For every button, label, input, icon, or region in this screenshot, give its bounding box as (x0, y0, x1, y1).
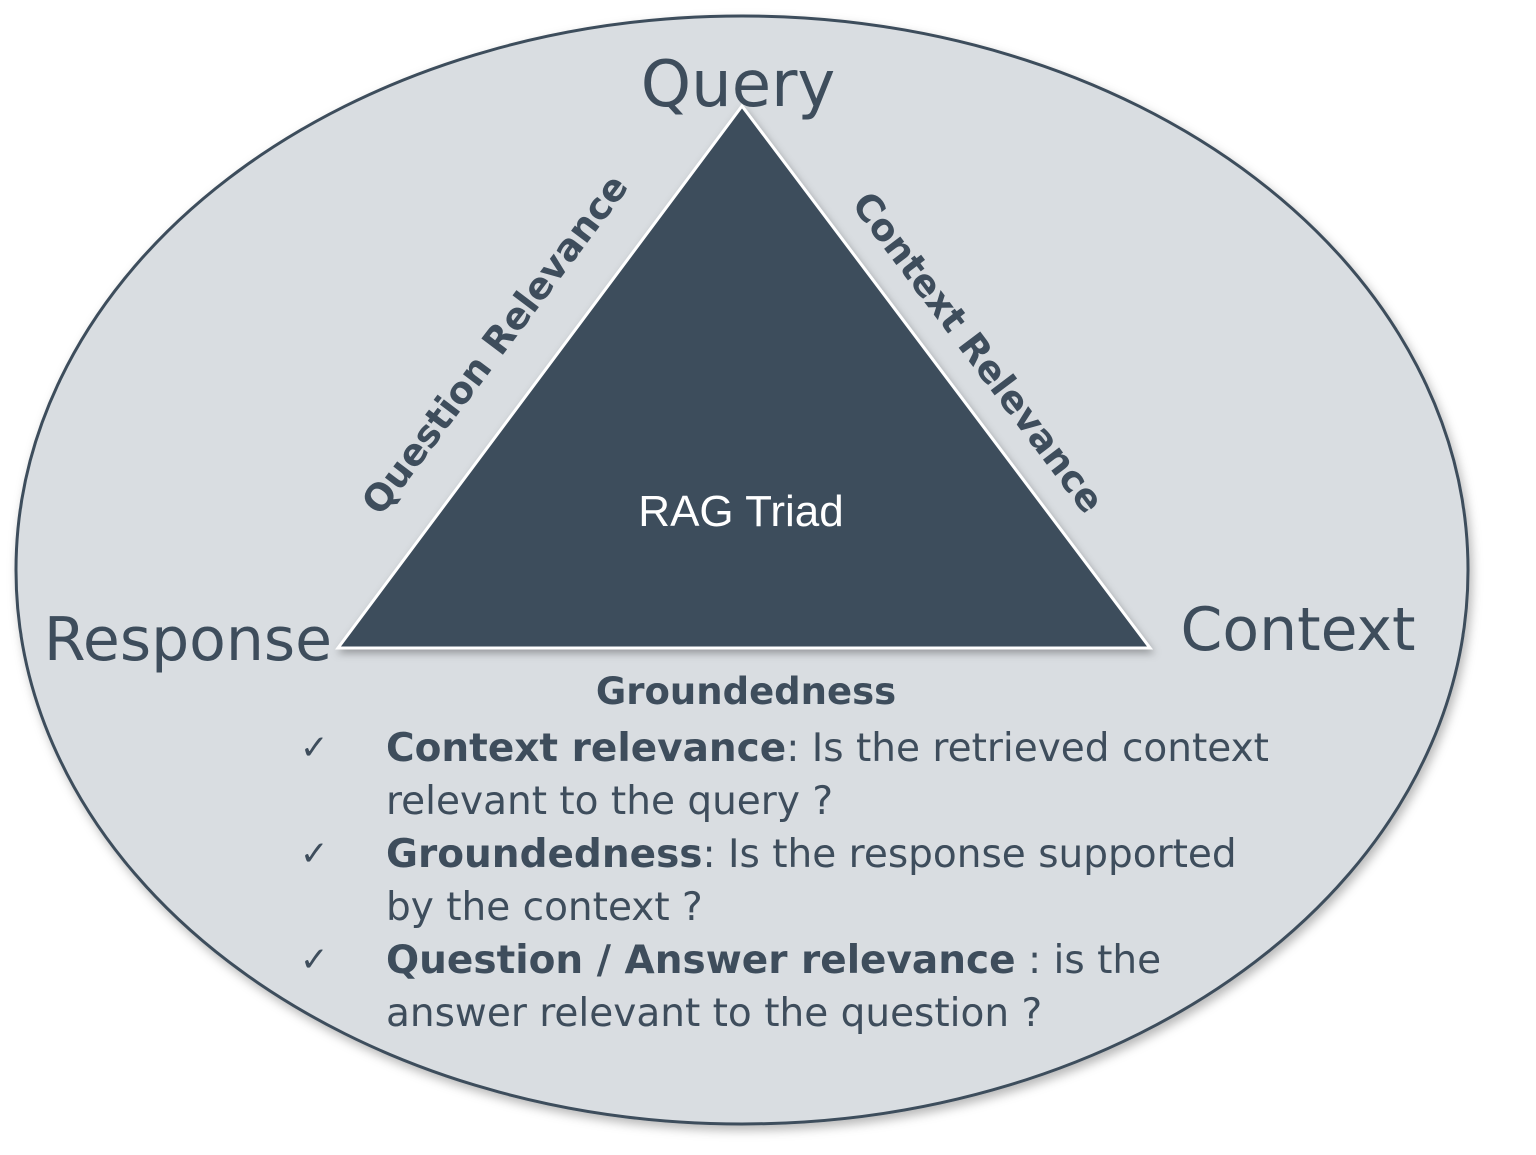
check-icon: ✓ (300, 834, 329, 874)
bullet-text: is the answer relevant to the question ? (386, 938, 1162, 1036)
metric-definition-list: ✓ Context relevance: Is the retrieved co… (300, 722, 1290, 1040)
bullet-term: Question / Answer relevance (386, 938, 1016, 983)
bullet-separator: : (702, 832, 729, 877)
bullet-separator: : (1015, 938, 1054, 983)
vertex-label-query: Query (641, 48, 836, 122)
list-item-groundedness: ✓ Groundedness: Is the response supporte… (300, 828, 1290, 934)
check-icon: ✓ (300, 940, 329, 980)
edge-label-groundedness: Groundedness (596, 670, 896, 713)
list-item-context-relevance: ✓ Context relevance: Is the retrieved co… (300, 722, 1290, 828)
bullet-term: Groundedness (386, 832, 703, 877)
center-label: RAG Triad (638, 487, 843, 536)
bullet-text: Is the retrieved context relevant to the… (386, 726, 1269, 824)
bullet-term: Context relevance (386, 726, 787, 771)
bullet-separator: : (786, 726, 812, 771)
triad-triangle (335, 103, 1154, 650)
bullet-text: Is the response supported by the context… (386, 832, 1237, 930)
check-icon: ✓ (300, 728, 329, 768)
vertex-label-context: Context (1180, 595, 1415, 665)
vertex-label-response: Response (44, 605, 332, 675)
list-item-question-answer-relevance: ✓ Question / Answer relevance : is the a… (300, 934, 1290, 1040)
